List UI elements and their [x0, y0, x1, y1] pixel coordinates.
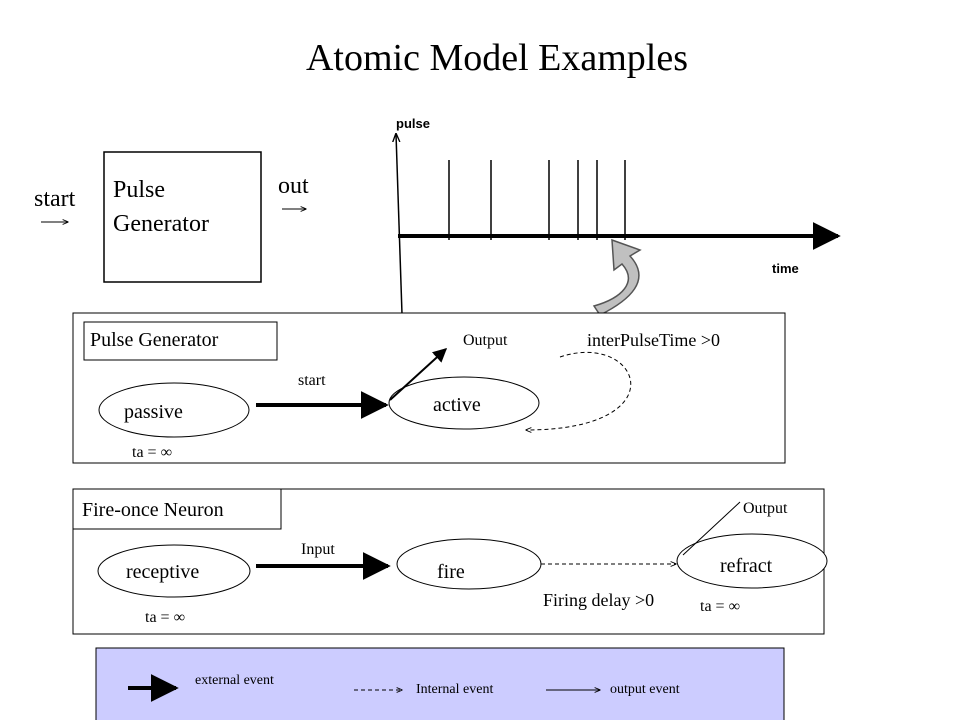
neuron-name-box	[72, 488, 282, 530]
pulse-y-axis	[396, 134, 403, 315]
internal-transition-loop	[526, 351, 632, 430]
input-transition-label: Input	[301, 541, 335, 558]
legend-box	[95, 647, 785, 720]
state-refract	[676, 533, 828, 589]
firing-delay-label: Firing delay >0	[543, 590, 655, 610]
page-title: Atomic Model Examples	[305, 37, 689, 79]
block-name-line2: Generator	[113, 211, 209, 237]
neuron-name: Fire-once Neuron	[82, 499, 224, 521]
state-active-label: active	[433, 394, 481, 416]
output-arrow-pulse	[389, 348, 448, 401]
pulse-generator-name: Pulse Generator	[90, 329, 219, 351]
block-name-line1: Pulse	[113, 177, 166, 203]
neuron-output-label: Output	[743, 500, 788, 517]
output-line-neuron	[682, 501, 741, 556]
block-input-label: start	[34, 186, 76, 212]
curved-block-arrow	[592, 238, 642, 316]
state-receptive-label: receptive	[126, 561, 200, 583]
block-output-label: out	[278, 173, 309, 199]
legend-output-label: output event	[610, 682, 680, 697]
state-fire-label: fire	[437, 561, 465, 583]
refract-ta-label: ta = ∞	[700, 598, 740, 615]
state-passive-label: passive	[124, 401, 183, 423]
receptive-ta-label: ta = ∞	[145, 609, 185, 626]
passive-ta-label: ta = ∞	[132, 444, 172, 461]
pulse-output-label: Output	[463, 332, 508, 349]
state-passive	[98, 382, 250, 438]
pulse-spikes	[448, 160, 626, 240]
legend-internal-label: Internal event	[416, 682, 494, 697]
plot-y-label: pulse	[396, 116, 430, 131]
pulse-generator-name-box	[83, 321, 278, 361]
legend-external-label: external event	[195, 673, 274, 688]
internal-transition-label: interPulseTime >0	[587, 330, 720, 350]
plot-x-label: time	[772, 261, 799, 276]
pulse-generator-block	[103, 151, 262, 283]
state-active	[388, 376, 540, 430]
state-refract-label: refract	[720, 555, 773, 577]
state-fire	[396, 538, 542, 590]
state-receptive	[97, 544, 251, 598]
start-transition-label: start	[298, 372, 326, 389]
